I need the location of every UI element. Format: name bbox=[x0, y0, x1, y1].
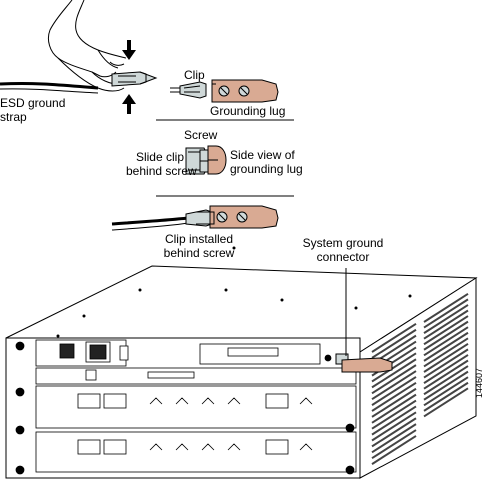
vent-slot bbox=[423, 304, 469, 334]
vent-slot bbox=[423, 326, 469, 357]
vent-slot bbox=[371, 328, 417, 359]
press-arrow-up-icon bbox=[122, 94, 136, 114]
vent-slot bbox=[371, 399, 417, 430]
esd-hand-illustration bbox=[0, 0, 158, 94]
vent-slot bbox=[423, 381, 469, 412]
vent-slot bbox=[371, 322, 417, 353]
vent-slot bbox=[423, 365, 469, 396]
clip-installed-illustration bbox=[111, 205, 279, 231]
slide-clip-label: Slide clip behind screw bbox=[126, 150, 197, 178]
clip-detached-illustration bbox=[170, 81, 207, 99]
vent-slot bbox=[371, 411, 417, 442]
vent-slot bbox=[423, 359, 469, 390]
chassis-front-details bbox=[15, 339, 357, 475]
vent-slot bbox=[371, 376, 417, 406]
clip-installed-line2: behind screw bbox=[163, 246, 235, 260]
vent-slot bbox=[371, 352, 417, 383]
side-view-line2: grounding lug bbox=[230, 162, 303, 176]
vent-slot bbox=[423, 337, 469, 368]
system-ground-line2: connector bbox=[316, 250, 370, 264]
vent-slot bbox=[371, 370, 417, 401]
vent-slot bbox=[423, 370, 469, 401]
screw-label: Screw bbox=[184, 128, 218, 142]
clip-label: Clip bbox=[184, 68, 205, 82]
esd-label-line2: strap bbox=[0, 110, 27, 124]
figure-id: 144607 bbox=[474, 367, 484, 398]
press-arrow-down-icon bbox=[122, 40, 136, 60]
grounding-lug-top-illustration bbox=[211, 79, 279, 103]
grounding-lug-label: Grounding lug bbox=[210, 104, 286, 118]
vent-slot bbox=[423, 292, 469, 323]
chassis-vent-grille bbox=[371, 292, 469, 465]
clip-installed-line1: Clip installed bbox=[164, 232, 234, 246]
vent-slot bbox=[371, 417, 417, 448]
vent-slot bbox=[371, 393, 417, 424]
esd-ground-strap-label: ESD ground strap bbox=[0, 96, 65, 124]
esd-label-line1: ESD ground bbox=[0, 96, 66, 110]
system-ground-connector-label: System ground connector bbox=[290, 236, 396, 264]
side-view-illustration bbox=[185, 145, 227, 175]
vent-slot bbox=[371, 358, 417, 389]
vent-slot bbox=[423, 342, 469, 373]
vent-slot bbox=[371, 387, 417, 418]
side-view-label: Side view of grounding lug bbox=[230, 148, 303, 176]
slide-clip-line2: behind screw bbox=[126, 164, 197, 178]
vent-slot bbox=[371, 435, 417, 465]
side-view-line1: Side view of bbox=[230, 148, 295, 162]
vent-slot bbox=[371, 364, 417, 395]
vent-slot bbox=[423, 315, 469, 346]
vent-slot bbox=[371, 405, 417, 436]
vent-slot bbox=[423, 376, 469, 407]
vent-slot bbox=[423, 348, 469, 379]
vent-slot bbox=[371, 429, 417, 460]
vent-slot bbox=[423, 309, 469, 340]
vent-slot bbox=[423, 387, 469, 418]
slide-clip-line1: Slide clip bbox=[135, 150, 184, 164]
vent-slot bbox=[371, 423, 417, 454]
vent-slot bbox=[423, 331, 469, 362]
clip-installed-label: Clip installed behind screw bbox=[156, 232, 242, 260]
system-ground-line1: System ground bbox=[302, 236, 384, 250]
vent-slot bbox=[423, 320, 469, 351]
system-ground-connector bbox=[335, 353, 393, 373]
vent-slot bbox=[423, 298, 469, 329]
vent-slot bbox=[371, 381, 417, 412]
vent-slot bbox=[423, 354, 469, 384]
